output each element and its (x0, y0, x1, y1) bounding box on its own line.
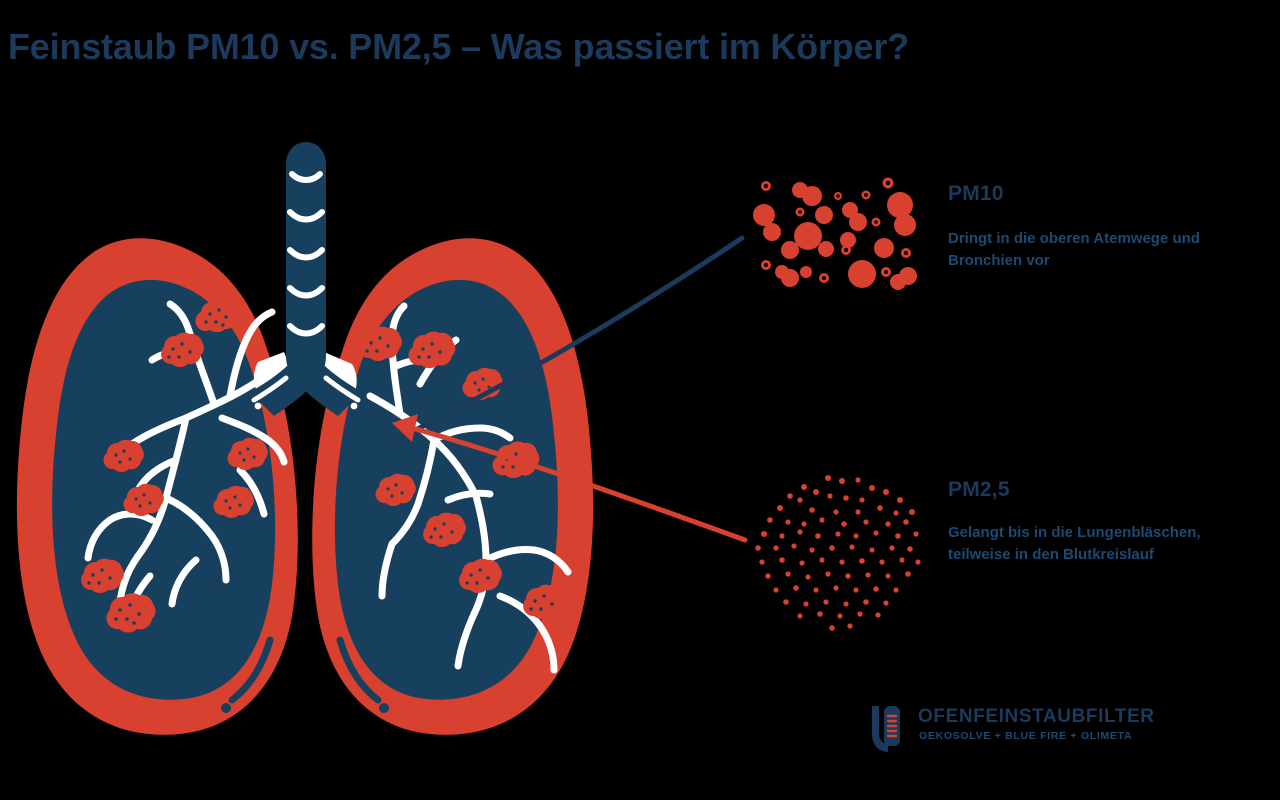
alveoli-cluster (423, 512, 466, 548)
bronchus-node-left (268, 368, 276, 376)
right-lung-highlight-1 (534, 378, 554, 524)
left-lung-inner (52, 279, 276, 700)
bronchus-node-left-2 (254, 402, 262, 410)
right-lung (310, 238, 594, 735)
bronchus-node-right (336, 368, 344, 376)
pm10-description: Dringt in die oberen Atemwege und Bronch… (948, 230, 1200, 269)
left-lung-dot-1 (57, 540, 67, 550)
brand-subtitle: OEKOSOLVE + BLUE FIRE + OLIMETA (919, 730, 1133, 742)
left-lung (16, 238, 300, 735)
alveoli-cluster (359, 326, 402, 362)
alveoli-cluster (213, 485, 254, 518)
right-alveoli-clusters (359, 326, 566, 620)
alveoli-cluster (375, 473, 416, 506)
right-lung-dot-2 (379, 703, 389, 713)
brand-logo: OFENFEINSTAUBFILTER OEKOSOLVE + BLUE FIR… (862, 700, 1212, 760)
left-lung-highlight-2 (228, 636, 274, 704)
left-primary-bronchus (250, 352, 316, 416)
left-alveoli-clusters (81, 298, 268, 633)
left-lung-dot-2 (221, 703, 231, 713)
right-lung-highlight-2 (336, 636, 382, 704)
pm25-connector-arrow (392, 414, 748, 543)
arrow-head (392, 414, 418, 442)
trachea (250, 142, 362, 416)
page-title: Feinstaub PM10 vs. PM2,5 – Was passiert … (8, 26, 909, 67)
pm10-particle-cluster (753, 177, 917, 290)
alveoli-cluster (459, 558, 502, 594)
alveoli-cluster (161, 332, 204, 368)
alveoli-cluster (81, 558, 124, 594)
pm25-description: Gelangt bis in die Lungenbläschen, teilw… (948, 524, 1201, 563)
alveoli-cluster (523, 584, 566, 620)
bronchus-inner-lines (251, 375, 361, 403)
alveoli-cluster (227, 437, 268, 470)
pm10-heading: PM10 (948, 182, 1004, 205)
right-lung-dot-1 (545, 540, 555, 550)
brand-name: OFENFEINSTAUBFILTER (918, 706, 1155, 727)
trachea-tube (286, 142, 326, 384)
right-primary-bronchus (296, 352, 362, 416)
filter-cartridge-icon (872, 706, 900, 752)
pm25-heading: PM2,5 (948, 478, 1010, 501)
trachea-cartilage-rings (287, 171, 325, 337)
alveoli-cluster (408, 331, 456, 369)
pm25-particle-cluster (755, 475, 921, 631)
bronchus-node-right-2 (350, 402, 358, 410)
alveoli-cluster (123, 483, 164, 516)
alveoli-cluster (106, 593, 156, 633)
pm10-connector-line (392, 235, 745, 443)
alveoli-cluster (195, 298, 240, 333)
alveoli-cluster (103, 439, 144, 472)
left-lung-highlight-1 (58, 378, 78, 524)
